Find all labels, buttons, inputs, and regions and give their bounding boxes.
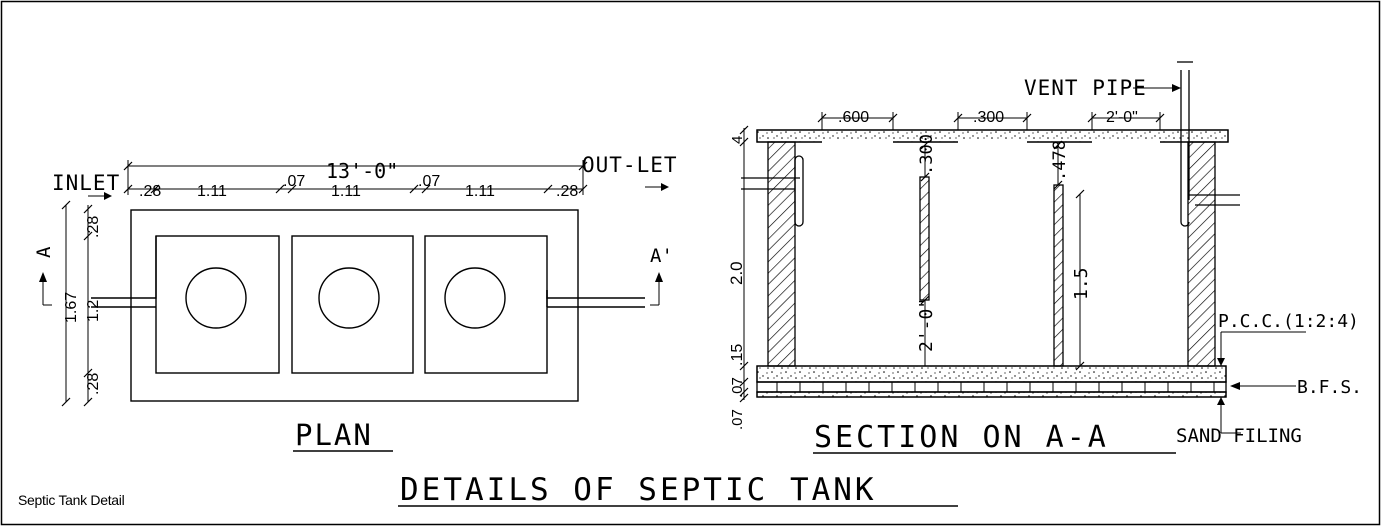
plan-title: PLAN [295,418,373,452]
section-dim-478: .478 [1050,140,1070,181]
plan-dim-top-2: 1.11 [197,183,227,200]
section-baffle-1 [919,176,930,301]
plan-dim-top-1: .28 [139,183,161,200]
section-dim-300: .300 [917,134,937,175]
plan-dim-top-4: 1.11 [331,183,361,200]
section-dim-07a: .07 [729,377,746,398]
plan-manhole-3 [444,267,506,329]
plan-manhole-1 [185,267,247,329]
section-dim-2-0: 2.0 [727,261,746,285]
section-sand-label: SAND FILING [1176,425,1302,447]
section-vent-pipe [1177,61,1193,205]
section-dim-07b: .07 [729,409,746,430]
section-bfs-label: B.F.S. [1297,377,1362,398]
section-inlet-pipe [741,155,804,227]
plan-dim-top-7: .28 [556,183,578,200]
plan-dim-top-5: .07 [418,173,440,190]
section-right-wall [1187,141,1216,367]
plan-outlet-pipe [546,290,645,299]
section-dim-4: 4 [729,136,746,144]
plan-dim-top-3: .07 [283,173,305,190]
plan-outer-wall [130,209,579,402]
plan-overall-length: 13'-0" [326,159,398,183]
section-pcc-label: P.C.C.(1:2:4) [1218,311,1359,332]
section-sand-layer [756,391,1227,398]
section-dim-top-2: .300 [973,109,1004,126]
plan-chamber-1 [155,235,280,374]
section-view [739,61,1306,434]
section-dim-15: .15 [729,344,746,366]
drawing-title: DETAILS OF SEPTIC TANK [400,472,877,508]
section-outlet-pipe [1180,194,1240,227]
section-left-wall [767,141,796,367]
section-top-slab [756,129,1229,143]
plan-chamber-2 [291,235,414,374]
plan-dim-left-1: .28 [85,216,102,238]
plan-dim-top-6: 1.11 [465,183,495,200]
plan-dim-left-2: 1.67 [63,292,80,323]
section-pcc-base [756,365,1227,383]
section-title: SECTION ON A-A [814,420,1109,455]
plan-dim-left-4: .28 [85,373,102,395]
section-dim-top-3: 2'-0" [1106,109,1138,126]
section-bfs-layer [756,381,1227,393]
plan-chamber-3 [424,235,548,374]
section-dim-baffle-2-0: 2'-0" [916,298,937,352]
section-dim-top-1: .600 [838,109,869,126]
plan-inlet-label: INLET [52,171,120,195]
plan-dim-left-3: 1.2 [85,300,102,322]
section-vent-pipe-label: VENT PIPE [1024,76,1147,100]
image-caption: Septic Tank Detail [18,492,125,508]
plan-view [39,160,669,407]
plan-manhole-2 [318,267,380,329]
section-mark-left: A [33,246,55,258]
section-baffle-2 [1053,184,1064,367]
section-dim-1-5: 1.5 [1071,267,1092,300]
plan-outlet-label: OUT-LET [582,153,678,177]
plan-inlet-pipe [91,236,157,299]
section-mark-right: A' [650,245,673,267]
